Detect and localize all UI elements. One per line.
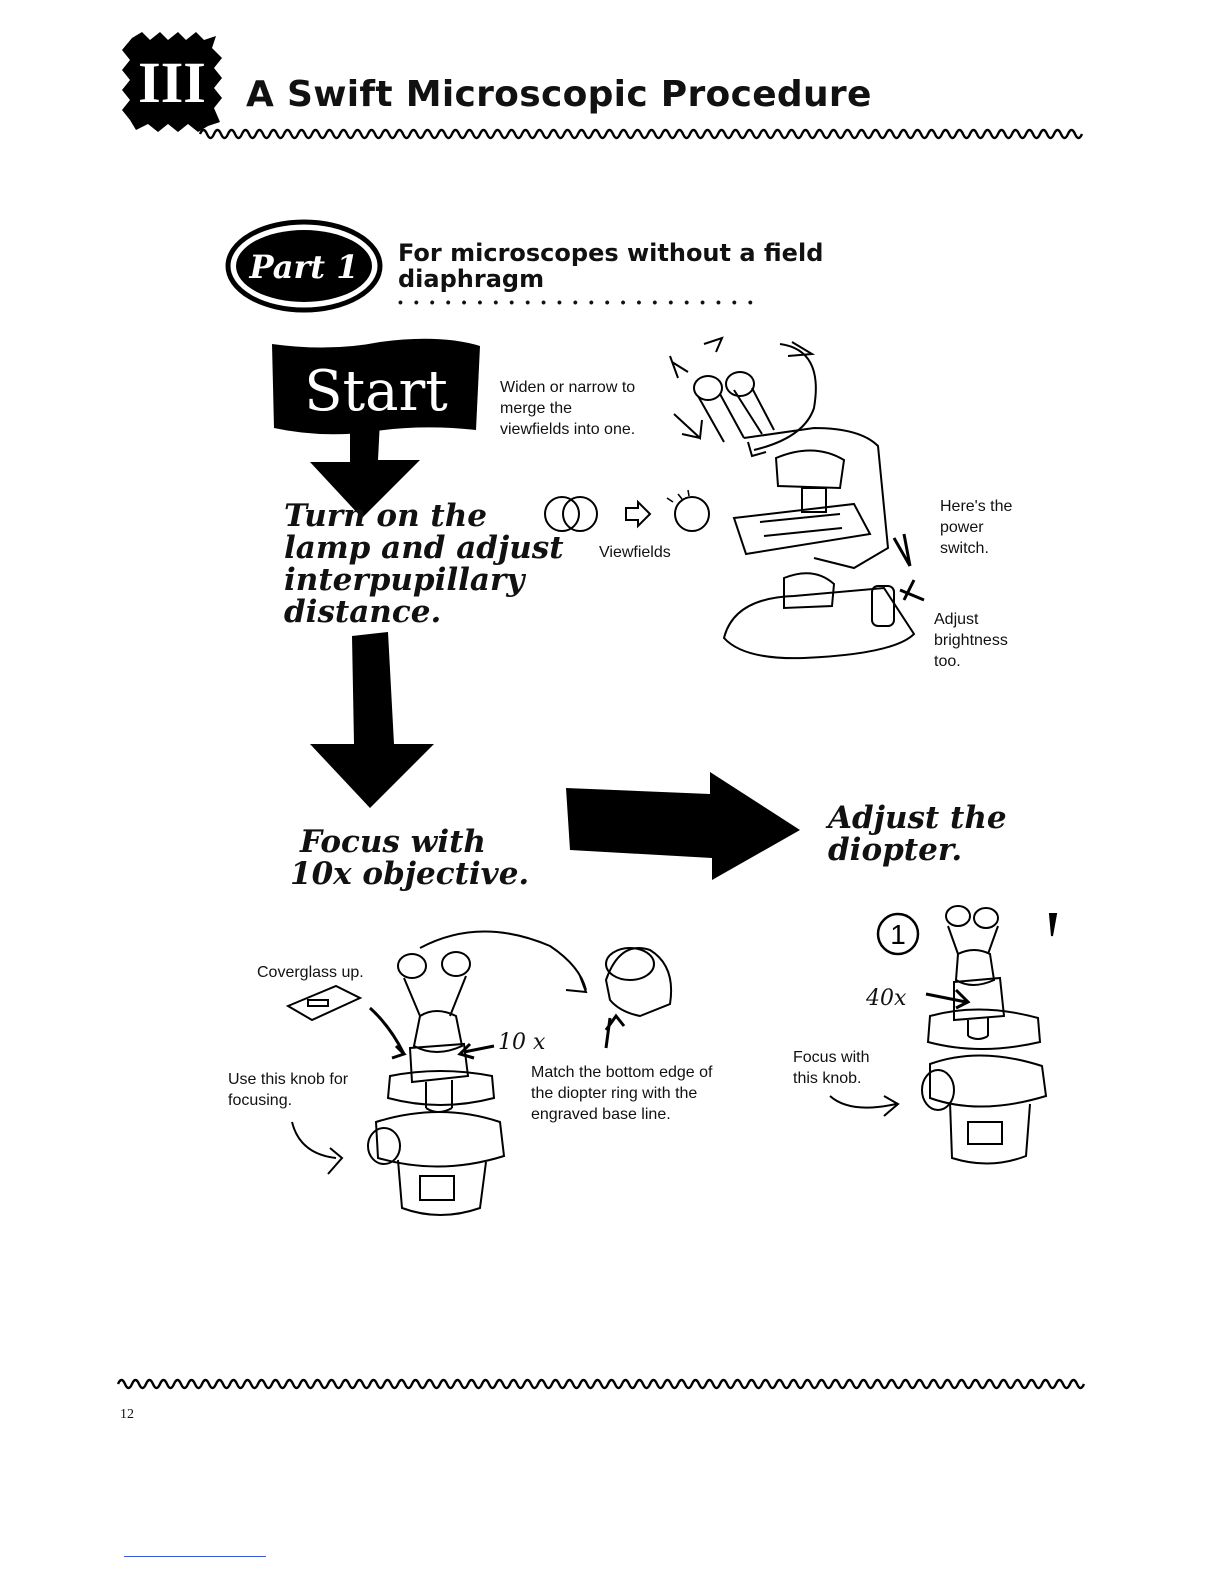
brightness-caption-line1: Adjust bbox=[934, 611, 979, 628]
match-caption: Match the bottom edge of the diopter rin… bbox=[531, 1062, 712, 1125]
focus-caption-line1: Focus with bbox=[793, 1049, 870, 1066]
step3-heading-line1: Adjust the bbox=[828, 800, 1007, 836]
microscope-illustration-focus bbox=[285, 930, 673, 1216]
step1-heading-line3: interpupillary bbox=[284, 562, 525, 598]
step-number-icon: 1 bbox=[876, 912, 920, 956]
match-caption-line1: Match the bottom edge of bbox=[531, 1064, 713, 1081]
widen-caption-line3: viewfields into one. bbox=[500, 421, 636, 438]
svg-text:1: 1 bbox=[890, 919, 906, 950]
part-subtitle-line2: diaphragm bbox=[398, 265, 545, 293]
viewfields-icon bbox=[544, 489, 710, 532]
knob-caption-line2: focusing. bbox=[228, 1092, 293, 1109]
viewfields-label: Viewfields bbox=[599, 544, 671, 561]
page-number: 12 bbox=[120, 1407, 134, 1422]
step2-heading: Focus with 10x objective. bbox=[290, 826, 529, 890]
coverglass-caption: Coverglass up. bbox=[257, 964, 364, 981]
brightness-caption: Adjust brightness too. bbox=[934, 609, 1008, 672]
brightness-caption-line3: too. bbox=[934, 653, 961, 670]
part-badge: Part 1 bbox=[225, 219, 383, 313]
down-arrow-large bbox=[310, 632, 434, 808]
power-caption-line2: power bbox=[940, 519, 984, 536]
step1-heading-line2: lamp and adjust bbox=[284, 530, 564, 566]
page-title: A Swift Microscopic Procedure bbox=[246, 74, 872, 115]
step1-heading-line1: Turn on the bbox=[284, 498, 488, 534]
step1-heading-line4: distance. bbox=[284, 594, 442, 630]
power-caption-line1: Here's the bbox=[940, 498, 1013, 515]
right-arrow bbox=[566, 772, 800, 880]
match-caption-line2: the diopter ring with the bbox=[531, 1085, 698, 1102]
focus-caption-line2: this knob. bbox=[793, 1070, 862, 1087]
section-badge: III bbox=[122, 32, 222, 132]
part-subtitle-line1: For microscopes without a field bbox=[398, 239, 824, 267]
widen-caption-line2: merge the bbox=[500, 400, 573, 417]
dotted-underline: ••••••••••••••••••••••• bbox=[398, 294, 764, 310]
wavy-divider-top bbox=[198, 128, 1084, 140]
step2-heading-line2: 10x objective. bbox=[290, 856, 530, 892]
step3-heading: Adjust the diopter. bbox=[828, 802, 1007, 866]
microscope-illustration-diopter bbox=[829, 905, 1058, 1165]
step2-heading-line1: Focus with bbox=[300, 824, 486, 860]
widen-caption: Widen or narrow to merge the viewfields … bbox=[500, 377, 635, 440]
widen-caption-line1: Widen or narrow to bbox=[500, 379, 636, 396]
step1-heading: Turn on the lamp and adjust interpupilla… bbox=[284, 500, 564, 628]
wavy-divider-bottom bbox=[116, 1378, 1086, 1390]
microscope-illustration-top bbox=[669, 336, 925, 660]
objective-10x-mark: 10 x bbox=[498, 1030, 546, 1055]
start-label: Start bbox=[304, 359, 448, 424]
start-box: Start bbox=[272, 338, 480, 435]
step3-heading-line2: diopter. bbox=[828, 832, 963, 868]
down-arrow-small bbox=[310, 420, 420, 518]
brightness-caption-line2: brightness bbox=[934, 632, 1008, 649]
match-caption-line3: engraved base line. bbox=[531, 1106, 671, 1123]
knob-caption: Use this knob for focusing. bbox=[228, 1069, 348, 1111]
part-subtitle: For microscopes without a field diaphrag… bbox=[398, 240, 858, 292]
footer-link-underline bbox=[124, 1556, 266, 1557]
section-numeral: III bbox=[138, 50, 206, 115]
part-badge-label: Part 1 bbox=[249, 248, 359, 286]
power-switch-caption: Here's the power switch. bbox=[940, 496, 1012, 559]
objective-40x-mark: 40x bbox=[866, 986, 907, 1011]
focus-knob-caption: Focus with this knob. bbox=[793, 1047, 869, 1089]
power-caption-line3: switch. bbox=[940, 540, 989, 557]
knob-caption-line1: Use this knob for bbox=[228, 1071, 349, 1088]
